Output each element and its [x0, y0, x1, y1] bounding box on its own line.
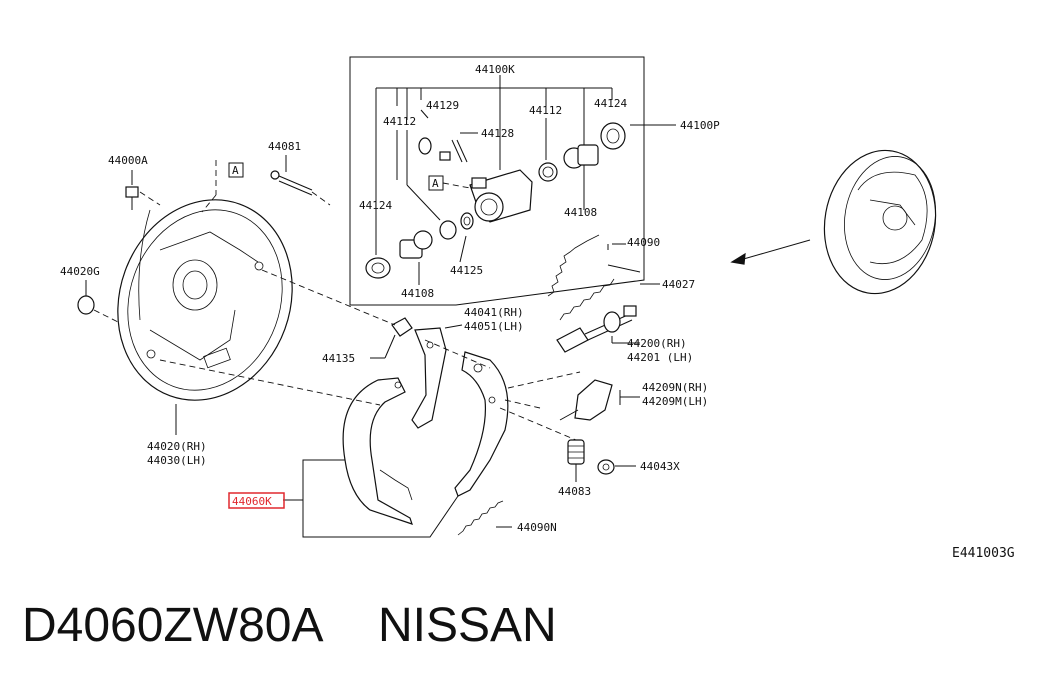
part-number: D4060ZW80A — [22, 599, 324, 652]
label-44100k: 44100K — [475, 63, 515, 76]
label-44020g: 44020G — [60, 265, 100, 278]
label-44030-lh: 44030(LH) — [147, 454, 207, 467]
label-44124-top: 44124 — [594, 97, 627, 110]
label-44083: 44083 — [558, 485, 591, 498]
brake-shoes — [283, 317, 640, 538]
label-44200-rh: 44200(RH) — [627, 337, 687, 350]
label-44081: 44081 — [268, 140, 301, 153]
label-44100p: 44100P — [680, 119, 720, 132]
bolts — [77, 155, 331, 323]
label-44051-lh: 44051(LH) — [464, 320, 524, 333]
label-44043x: 44043X — [640, 460, 680, 473]
label-44124-left: 44124 — [359, 199, 392, 212]
center-lines — [159, 269, 581, 441]
mark-a-box: A — [432, 177, 439, 190]
label-44209n-rh: 44209N(RH) — [642, 381, 708, 394]
label-44027: 44027 — [662, 278, 695, 291]
springs — [547, 234, 660, 353]
diagram-reference-code: E441003G — [952, 546, 1015, 561]
label-44112-right: 44112 — [529, 104, 562, 117]
label-44129: 44129 — [426, 99, 459, 112]
label-44090n: 44090N — [517, 521, 557, 534]
label-44090: 44090 — [627, 236, 660, 249]
label-44112-left: 44112 — [383, 115, 416, 128]
assembly-sketch — [730, 149, 937, 295]
wheel-cylinder-box: A — [349, 56, 676, 306]
label-44060k: 44060K — [232, 495, 272, 508]
mark-a-plate: A — [232, 164, 239, 177]
label-44135: 44135 — [322, 352, 355, 365]
highlight-box — [228, 492, 285, 509]
label-44125: 44125 — [450, 264, 483, 277]
label-44108-left: 44108 — [401, 287, 434, 300]
label-44201-lh: 44201 (LH) — [627, 351, 693, 364]
label-44020-rh: 44020(RH) — [147, 440, 207, 453]
label-44128: 44128 — [481, 127, 514, 140]
label-44108-right: 44108 — [564, 206, 597, 219]
back-plate: A — [117, 160, 293, 401]
label-44000a: 44000A — [108, 154, 148, 167]
brand-name: NISSAN — [378, 599, 557, 652]
label-44209m-lh: 44209M(LH) — [642, 395, 708, 408]
label-44041-rh: 44041(RH) — [464, 306, 524, 319]
